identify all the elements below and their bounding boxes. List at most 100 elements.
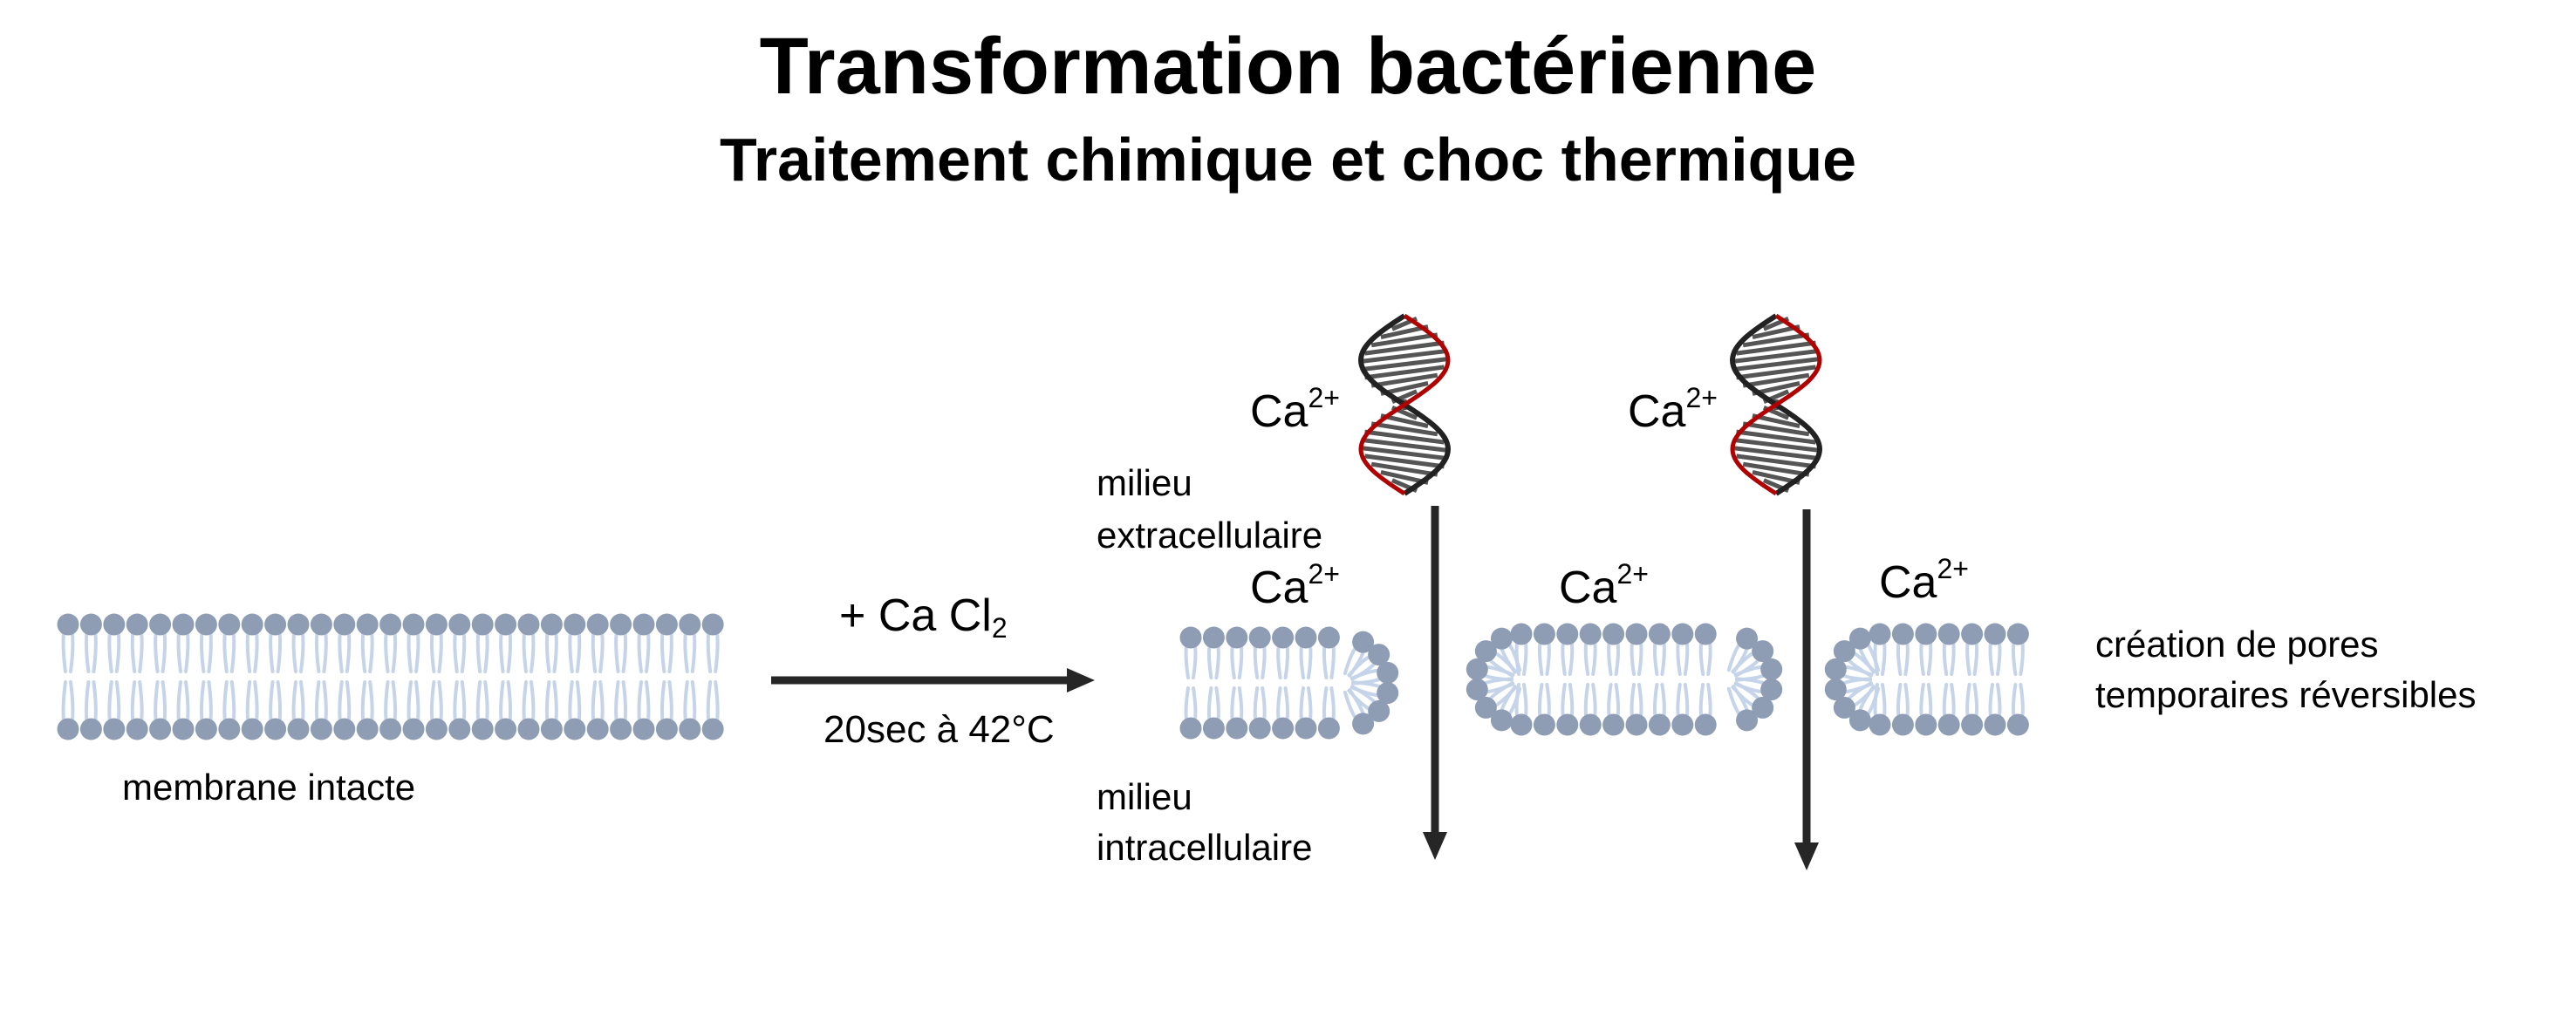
phospholipid-head (1248, 717, 1271, 740)
lipid-tail (483, 680, 489, 722)
dna-base-pair (1364, 365, 1445, 380)
lipid-tail (1307, 686, 1313, 721)
lipid-tail (138, 680, 144, 722)
phospholipid-head (103, 718, 126, 740)
lipid-tail (384, 680, 390, 722)
lipid-tail (683, 680, 689, 722)
phospholipid-head (1352, 631, 1375, 653)
phospholipid-head (1671, 623, 1694, 645)
phospholipid-head (1694, 713, 1717, 736)
lipid-tail (1253, 645, 1260, 679)
phospholipid-head (1736, 709, 1759, 732)
phospholipid-head (564, 613, 586, 636)
lipid-tail (1299, 645, 1305, 679)
phospholipid-head (402, 718, 425, 740)
lipid-tail (552, 680, 558, 722)
lipid-tail (522, 631, 528, 673)
dna-base-pair (1364, 454, 1445, 469)
calcium-ion-label: Ca2+ (1250, 382, 1340, 437)
phospholipid-head (540, 613, 563, 636)
intact-membrane (57, 613, 724, 740)
phospholipid-head (1352, 713, 1375, 735)
lipid-tail (1852, 685, 1876, 708)
phospholipid-head (1579, 623, 1602, 645)
phospholipid-head (1648, 623, 1671, 645)
lipid-tail (1261, 686, 1267, 721)
arrow-head (1423, 832, 1447, 860)
phospholipid-head (1869, 713, 1891, 736)
phospholipid-head (1510, 623, 1533, 645)
lipid-tail (1500, 646, 1517, 674)
lipid-tail (1972, 641, 1979, 676)
lipid-tail (1652, 641, 1659, 676)
lipid-tail (530, 680, 536, 722)
dna-base-pair (1370, 421, 1438, 437)
lipid-tail (1214, 686, 1220, 721)
lipid-tail (621, 631, 628, 673)
phospholipid-head (1625, 713, 1648, 736)
lipid-tail (84, 680, 91, 722)
lipid-tail (1637, 683, 1643, 718)
phospholipid-head (1248, 626, 1271, 649)
lipid-tail (429, 680, 436, 722)
lipid-tail (1614, 641, 1621, 676)
phospholipid-head (471, 613, 494, 636)
dna-entry-arrow (1794, 509, 1819, 870)
lipid-tail (659, 680, 666, 722)
lipid-tail (568, 631, 574, 673)
lipid-tail (1283, 645, 1290, 679)
lipid-tail (1734, 681, 1760, 701)
phospholipid-head (264, 613, 287, 636)
lipid-tail (598, 631, 605, 673)
lipid-tail (568, 680, 574, 722)
lipid-tail (1683, 683, 1690, 718)
lipid-tail (1329, 645, 1336, 679)
lipid-tail (1676, 641, 1682, 676)
lipid-tail (1537, 641, 1544, 676)
phospholipid-head (1736, 627, 1759, 650)
lipid-tail (437, 631, 443, 673)
phospholipid-head (1295, 717, 1317, 740)
phospholipid-head (241, 613, 263, 636)
lipid-tail (107, 680, 113, 722)
lipid-tail (1896, 683, 1903, 718)
dna-base-pair (1742, 372, 1810, 388)
lipid-tail (437, 680, 443, 722)
phospholipid-head (1961, 713, 1984, 736)
phospholipid-head (103, 613, 126, 636)
lipid-tail (499, 631, 505, 673)
lipid-tail (1726, 642, 1741, 672)
lipid-tail (84, 631, 91, 673)
lipid-tail (1537, 683, 1544, 718)
lipid-tail (314, 680, 321, 722)
phospholipid-head (1984, 623, 2006, 645)
lipid-tail (1507, 686, 1522, 717)
phospholipid-head (1891, 623, 1914, 645)
lipid-tail (1350, 685, 1377, 705)
dna-helix (1357, 313, 1452, 496)
phospholipid-head (1202, 717, 1225, 740)
lipid-tail (176, 680, 182, 722)
phospholipid-head (1824, 679, 1847, 701)
lipid-tail (207, 631, 213, 673)
lipid-tail (460, 680, 467, 722)
dna-base-pair (1370, 332, 1438, 348)
lipid-tail (1206, 645, 1213, 679)
phospholipid-head (1915, 713, 1937, 736)
lipid-tail (1184, 645, 1190, 679)
phospholipid-head (1317, 626, 1340, 649)
lipid-tail (1903, 641, 1910, 676)
phospholipid-head (1556, 623, 1579, 645)
lipid-tail (269, 680, 275, 722)
lipid-tail (506, 680, 513, 722)
phospholipid-head (218, 613, 241, 636)
lipid-tail (1214, 645, 1220, 679)
lipid-tail (1192, 686, 1198, 721)
lipid-tail (1261, 645, 1267, 679)
lipid-tail (92, 680, 98, 722)
phospholipid-head (1937, 713, 1960, 736)
lipid-tail (706, 680, 713, 722)
lipid-tail (1485, 682, 1515, 694)
phospholipid-head (564, 718, 586, 740)
lipid-tail (1726, 686, 1741, 717)
